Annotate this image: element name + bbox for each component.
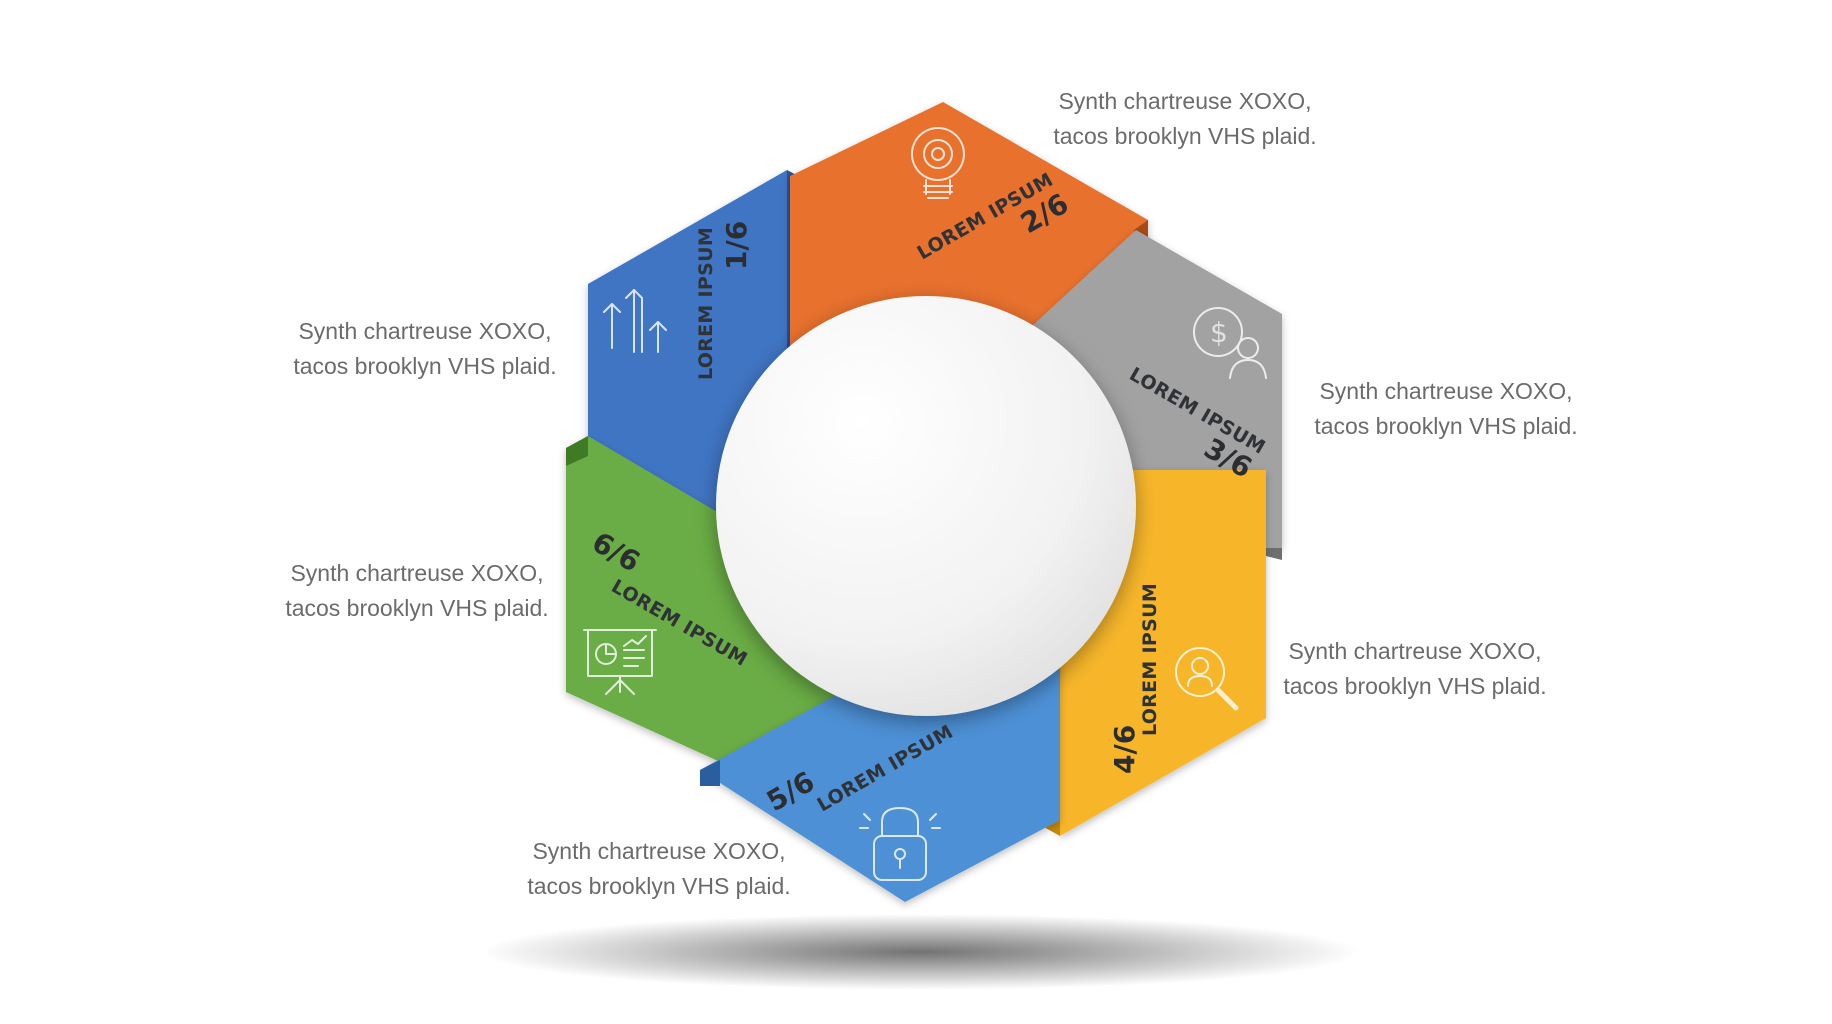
segment-4-label: LOREM IPSUM <box>1139 583 1161 736</box>
growth-arrows-icon <box>603 289 667 353</box>
callout-2-line-2: tacos brooklyn VHS plaid. <box>1053 123 1317 149</box>
callout-2-line-1: Synth chartreuse XOXO, <box>1058 88 1312 114</box>
callout-6-line-2: tacos brooklyn VHS plaid. <box>285 595 549 621</box>
segment-1-number: 1/6 <box>720 221 753 270</box>
center-circle <box>716 296 1136 716</box>
callout-4-line-1: Synth chartreuse XOXO, <box>1288 638 1542 664</box>
callout-6-line-1: Synth chartreuse XOXO, <box>290 560 544 586</box>
callout-segment-5: Synth chartreuse XOXO, tacos brooklyn VH… <box>494 834 824 904</box>
padlock-icon <box>859 807 941 881</box>
segment-3-fold <box>1266 548 1282 560</box>
callout-segment-6: Synth chartreuse XOXO, tacos brooklyn VH… <box>252 556 582 626</box>
segment-1-label: LOREM IPSUM <box>695 227 717 380</box>
callout-5-line-2: tacos brooklyn VHS plaid. <box>527 873 791 899</box>
callout-1-line-1: Synth chartreuse XOXO, <box>298 318 552 344</box>
dollar-person-icon: $ <box>1193 307 1267 379</box>
segment-5[interactable] <box>700 660 1060 902</box>
callout-4-line-2: tacos brooklyn VHS plaid. <box>1283 673 1547 699</box>
lightbulb-gear-icon <box>910 127 965 199</box>
callout-segment-1: Synth chartreuse XOXO, tacos brooklyn VH… <box>260 314 590 384</box>
callout-3-line-2: tacos brooklyn VHS plaid. <box>1314 413 1578 439</box>
segment-4-text: LOREM IPSUM 4/6 <box>1108 583 1161 774</box>
svg-text:$: $ <box>1210 316 1228 349</box>
callout-5-line-1: Synth chartreuse XOXO, <box>532 838 786 864</box>
segment-6[interactable] <box>566 436 850 780</box>
floor-shadow <box>480 914 1360 990</box>
callout-1-line-2: tacos brooklyn VHS plaid. <box>293 353 557 379</box>
presentation-board-icon <box>583 629 657 695</box>
segment-6-fold <box>566 436 588 466</box>
segment-1-text: LOREM IPSUM 1/6 <box>695 221 753 380</box>
callout-segment-3: Synth chartreuse XOXO, tacos brooklyn VH… <box>1281 374 1611 444</box>
callout-segment-2: Synth chartreuse XOXO, tacos brooklyn VH… <box>1020 84 1350 154</box>
segment-5-fold <box>700 760 720 786</box>
callout-3-line-1: Synth chartreuse XOXO, <box>1319 378 1573 404</box>
person-search-icon <box>1175 647 1239 711</box>
segment-4-number: 4/6 <box>1108 725 1141 774</box>
callout-segment-4: Synth chartreuse XOXO, tacos brooklyn VH… <box>1250 634 1580 704</box>
